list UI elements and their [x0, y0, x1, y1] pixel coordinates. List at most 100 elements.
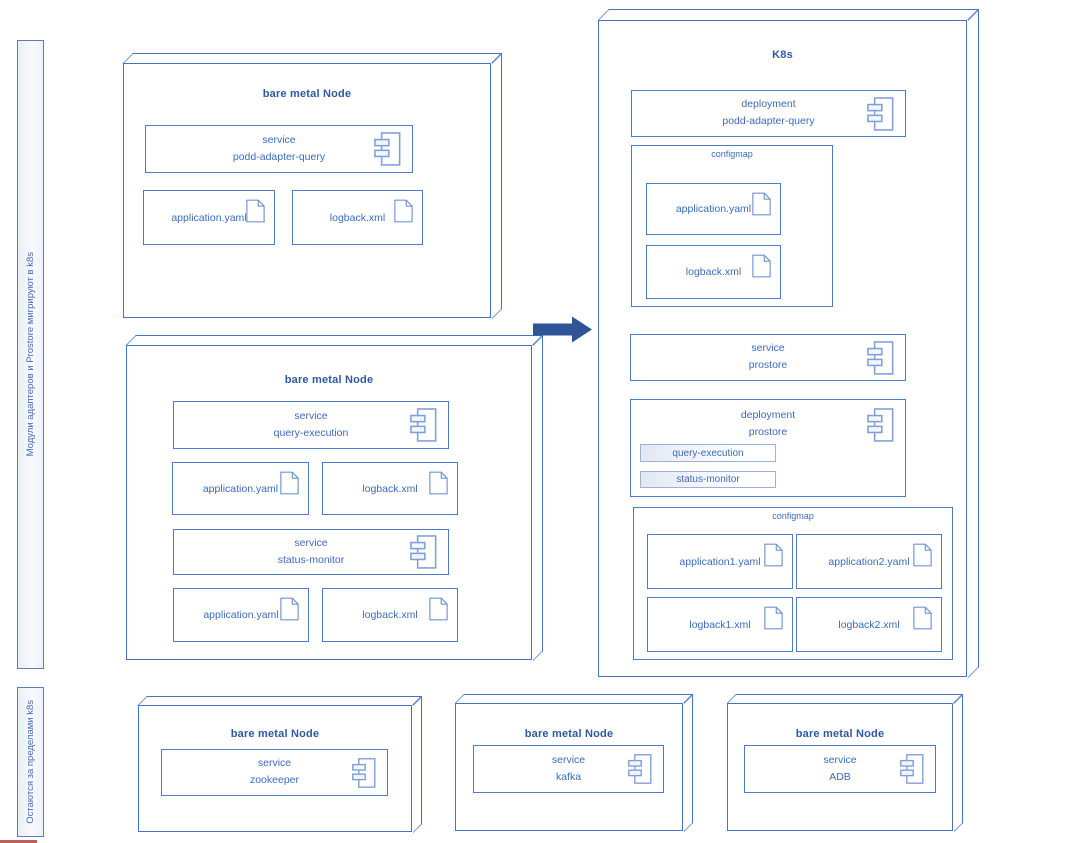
component-label: deployment podd-adapter-query — [632, 91, 905, 136]
file-box-logback1-xml: logback1.xml — [647, 597, 793, 652]
file-name: logback.xml — [362, 609, 418, 621]
component-icon — [352, 757, 376, 788]
pod-badge-status-monitor: status-monitor — [640, 471, 776, 488]
node-title: bare metal Node — [262, 88, 352, 100]
component-label: service kafka — [474, 746, 663, 792]
component-name: prostore — [748, 359, 788, 371]
file-name: logback.xml — [362, 482, 418, 495]
node-bevel-top — [137, 695, 422, 705]
pod-badge-query-execution: query-execution — [640, 444, 776, 462]
component-icon — [410, 534, 437, 570]
component-name: podd-adapter-query — [232, 150, 326, 163]
component-type: service — [294, 409, 328, 422]
node-bevel-right — [953, 693, 963, 832]
component-box-service-kafka: service kafka — [473, 745, 664, 793]
node-bevel-top — [726, 693, 963, 703]
node-bare-metal-prostore: bare metal Node service query-execution … — [125, 334, 543, 661]
node-bare-metal-adapter: bare metal Node service podd-adapter-que… — [122, 52, 502, 319]
file-name: application.yaml — [203, 609, 279, 621]
migration-arrow — [533, 316, 593, 343]
node-title: bare metal Node — [795, 728, 885, 740]
component-icon — [867, 407, 894, 443]
document-icon — [394, 198, 413, 224]
configmap-label: configmap — [711, 149, 753, 159]
document-icon — [429, 596, 448, 622]
file-name: application2.yaml — [828, 555, 910, 568]
component-type: service — [551, 753, 586, 766]
component-icon — [410, 407, 437, 443]
component-box-service-prostore: service prostore — [630, 334, 906, 381]
document-icon — [913, 542, 932, 568]
file-name: application.yaml — [675, 203, 752, 215]
category-bar-migrate-label: Модули адаптеров и Prostore мигрируют в … — [25, 252, 36, 457]
file-box-application-yaml: application.yaml — [646, 183, 781, 235]
node-bare-metal-adb: bare metal Node service ADB — [726, 693, 963, 832]
component-box-service-zookeeper: service zookeeper — [161, 749, 388, 796]
file-box-application-yaml: application.yaml — [172, 462, 309, 515]
document-icon — [752, 191, 771, 217]
node-title: K8s — [772, 49, 793, 61]
file-box-logback-xml: logback.xml — [292, 190, 423, 245]
node-title: bare metal Node — [230, 728, 320, 740]
component-type: service — [751, 342, 785, 355]
file-box-logback-xml: logback.xml — [322, 462, 458, 515]
component-label: service prostore — [631, 335, 905, 380]
red-edge-artifact — [0, 840, 37, 843]
node-bevel-right — [532, 334, 543, 661]
node-bevel-right — [491, 52, 502, 319]
node-bare-metal-zookeeper: bare metal Node service zookeeper — [137, 695, 422, 833]
component-label: service podd-adapter-query — [146, 126, 412, 172]
component-name: query-execution — [273, 426, 349, 439]
file-box-application2-yaml: application2.yaml — [796, 534, 942, 589]
component-type: service — [262, 133, 296, 146]
component-icon — [628, 754, 652, 785]
file-name: application.yaml — [171, 211, 247, 224]
component-name: zookeeper — [249, 774, 300, 786]
file-box-application-yaml: application.yaml — [143, 190, 275, 245]
migration-arrow-icon — [533, 316, 592, 343]
document-icon — [752, 253, 771, 279]
configmap-box-prostore: configmap application1.yaml application2… — [633, 507, 953, 660]
component-box-service-podd-adapter-query: service podd-adapter-query — [145, 125, 413, 173]
component-type: service — [823, 753, 857, 766]
file-name: application.yaml — [202, 482, 279, 495]
component-type: service — [294, 536, 328, 549]
component-icon — [900, 754, 924, 785]
file-box-application-yaml: application.yaml — [173, 588, 309, 642]
node-bevel-top — [125, 334, 543, 345]
component-type: deployment — [740, 409, 796, 421]
file-box-logback-xml: logback.xml — [322, 588, 458, 642]
node-bare-metal-kafka: bare metal Node service kafka — [454, 693, 693, 832]
component-icon — [867, 96, 894, 132]
node-bevel-top — [597, 8, 979, 20]
file-box-logback2-xml: logback2.xml — [796, 597, 942, 652]
document-icon — [764, 542, 783, 568]
component-name: podd-adapter-query — [722, 115, 815, 127]
node-title: bare metal Node — [284, 374, 374, 386]
file-name: logback.xml — [329, 211, 386, 224]
document-icon — [764, 605, 783, 631]
document-icon — [913, 605, 932, 631]
category-bar-migrate: Модули адаптеров и Prostore мигрируют в … — [17, 40, 44, 669]
component-box-service-status-monitor: service status-monitor — [173, 529, 449, 575]
file-name: logback.xml — [685, 266, 742, 278]
document-icon — [280, 596, 299, 622]
file-name: logback2.xml — [838, 618, 900, 631]
component-name: kafka — [555, 770, 582, 783]
component-label: service ADB — [745, 746, 935, 792]
component-label: deployment prostore — [631, 400, 905, 496]
component-name: prostore — [748, 425, 788, 438]
node-bevel-top — [454, 693, 693, 703]
component-label: service status-monitor — [174, 530, 448, 574]
configmap-label: configmap — [772, 511, 814, 521]
node-bevel-top — [122, 52, 502, 63]
file-name: application1.yaml — [679, 555, 761, 568]
file-box-logback-xml: logback.xml — [646, 245, 781, 299]
component-icon — [374, 131, 401, 167]
category-bar-outside-label: Остаются за пределами k8s — [25, 700, 36, 824]
file-box-application1-yaml: application1.yaml — [647, 534, 793, 589]
component-type: service — [257, 757, 292, 770]
component-box-service-query-execution: service query-execution — [173, 401, 449, 449]
component-label: service query-execution — [174, 402, 448, 448]
component-icon — [867, 340, 894, 376]
